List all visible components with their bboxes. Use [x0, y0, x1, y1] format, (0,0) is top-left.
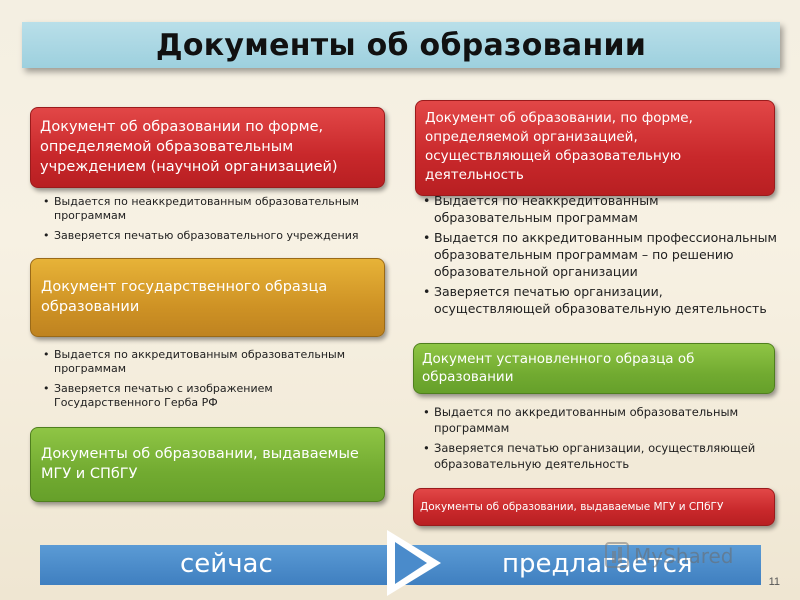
- bullet-item: Заверяется печатью с изображением Госуда…: [42, 382, 382, 410]
- msu-spbu-doc-box-proposed: Документы об образовании, выдаваемые МГУ…: [413, 488, 775, 526]
- slide-title: Документы об образовании: [155, 27, 647, 63]
- established-standard-doc-bullets: Выдается по аккредитованным образователь…: [422, 404, 767, 476]
- title-bar: Документы об образовании: [22, 22, 780, 68]
- state-standard-doc-bullets: Выдается по аккредитованным образователь…: [42, 348, 382, 416]
- proposed-label: предлагается: [502, 549, 693, 579]
- established-standard-doc-box: Документ установленного образца об образ…: [413, 343, 775, 394]
- bullet-item: Выдается по аккредитованным образователь…: [42, 348, 382, 376]
- bullet-item: Выдается по неаккредитованным образовате…: [42, 195, 382, 223]
- svg-text:MyShared: MyShared: [634, 544, 734, 568]
- current-doc-form-bullets: Выдается по неаккредитованным образовате…: [42, 195, 382, 249]
- watermark-logo: MyShared: [605, 542, 734, 568]
- bullet-item: Выдается по аккредитованным профессионал…: [422, 229, 777, 280]
- bullet-item: Заверяется печатью организации, осуществ…: [422, 440, 767, 472]
- state-standard-doc-box: Документ государственного образца образо…: [30, 258, 385, 337]
- bullet-item: Заверяется печатью образовательного учре…: [42, 229, 382, 243]
- msu-spbu-doc-box-current: Документы об образовании, выдаваемые МГУ…: [30, 427, 385, 502]
- bullet-item: Выдается по аккредитованным образователь…: [422, 404, 767, 436]
- bullet-item: Выдается по неаккредитованным образовате…: [422, 192, 777, 226]
- now-label: сейчас: [180, 549, 273, 579]
- proposed-doc-form-box: Документ об образовании, по форме, опред…: [415, 100, 775, 196]
- bullet-item: Заверяется печатью организации, осуществ…: [422, 283, 777, 317]
- proposed-doc-form-bullets: Выдается по неаккредитованным образовате…: [422, 192, 777, 320]
- current-doc-form-box: Документ об образовании по форме, опреде…: [30, 107, 385, 188]
- chevron-right-icon: [387, 530, 441, 596]
- slide-number: 11: [768, 576, 780, 588]
